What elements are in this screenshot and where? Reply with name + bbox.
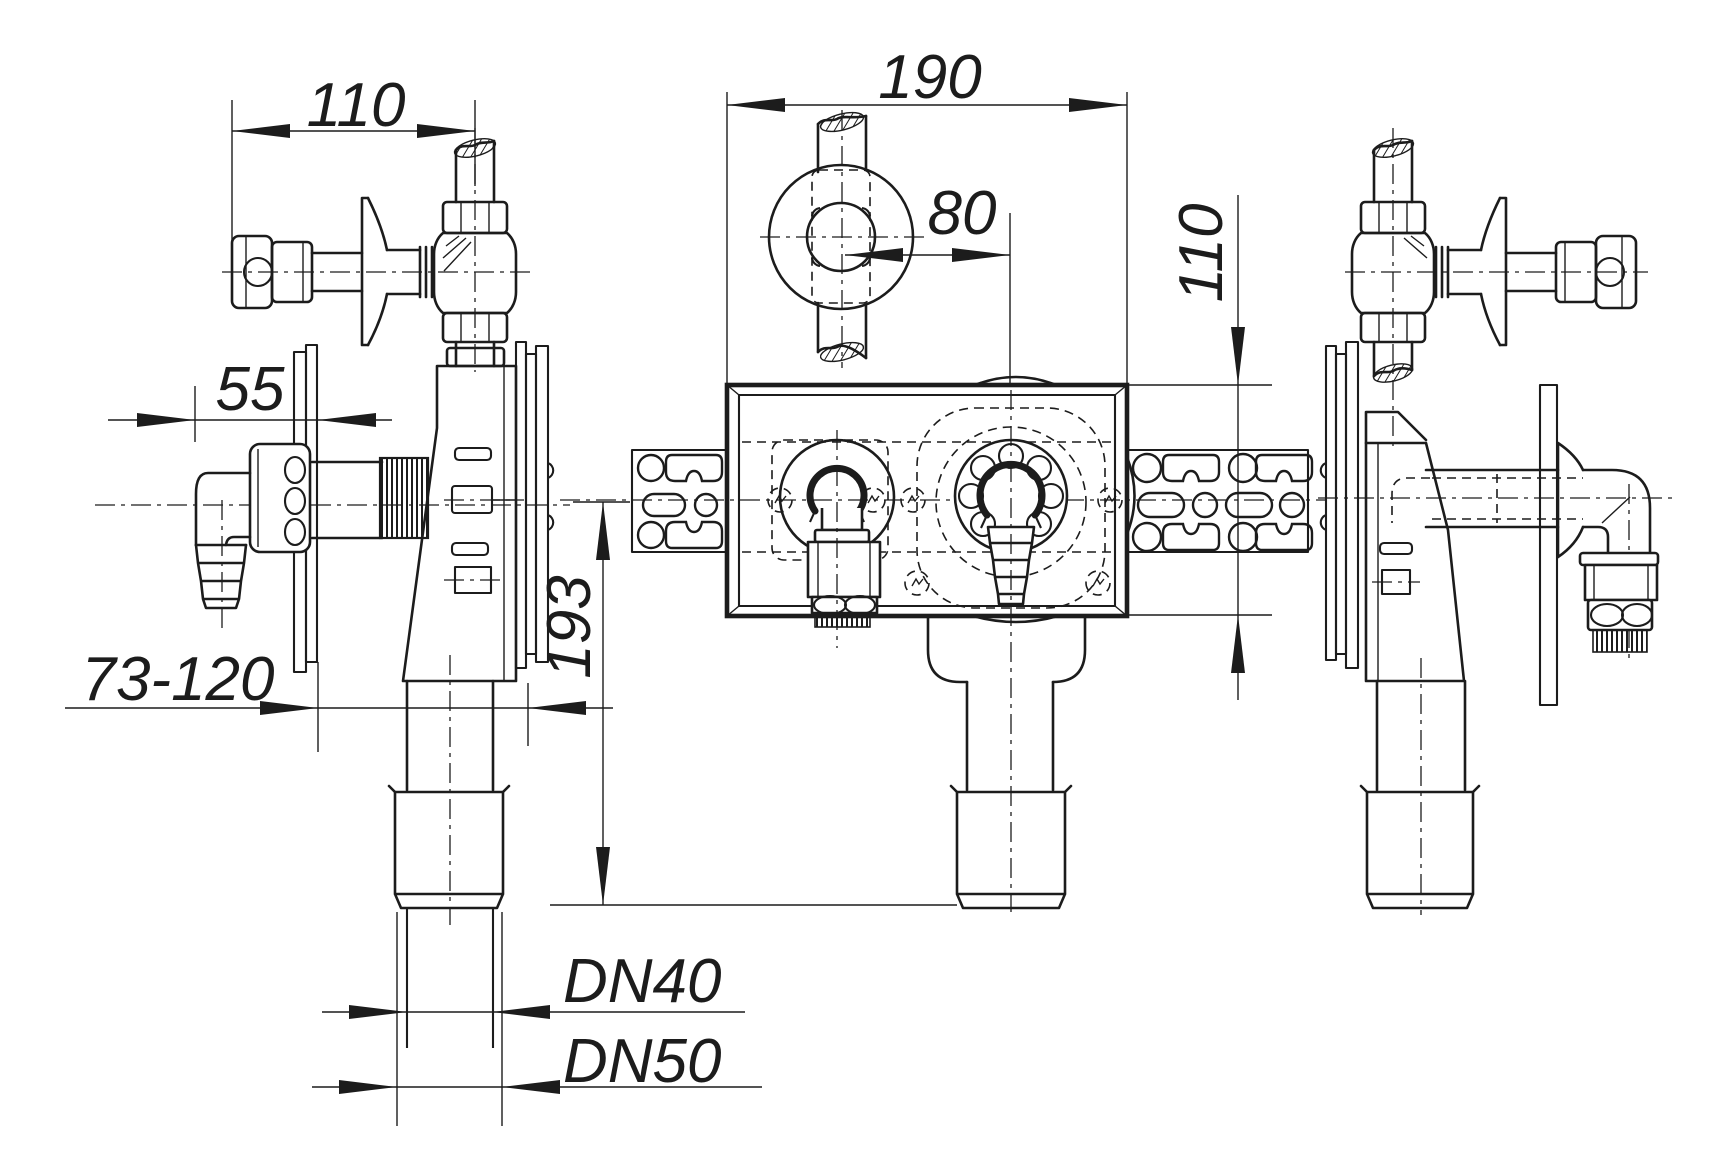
dim-label-offset: 80 (928, 179, 997, 248)
housing-box (724, 382, 1130, 619)
dimension-outlet-projection: 55 (108, 355, 392, 442)
dimension-tap-width: 110 (231, 71, 476, 242)
right-side-view (1318, 128, 1676, 915)
pipe-break-symbol (1372, 363, 1414, 383)
push-fit-connector (1578, 551, 1660, 653)
top-view-tap (760, 110, 925, 368)
drain-connector-front (953, 390, 1069, 912)
dimension-tap-to-drain-offset: 80 (845, 179, 1011, 383)
dim-label-dn40: DN40 (563, 947, 722, 1016)
pipe-break-symbol (819, 111, 865, 133)
dimension-installation-depth: 73-120 (65, 645, 613, 752)
dim-label-dn50: DN50 (563, 1027, 722, 1096)
dimension-housing-height: 110 (1085, 195, 1272, 700)
threaded-stub (814, 612, 871, 628)
dimension-axis-to-pipe-end: 193 (535, 501, 957, 906)
dimension-pipe-dn40: DN40 (322, 947, 745, 1019)
mounting-rail-left (630, 448, 729, 554)
dim-label-tap-width: 110 (307, 71, 406, 140)
front-view-housing (560, 375, 1325, 912)
drain-pipe-front (926, 615, 1087, 910)
dimension-pipe-dn50: DN50 (312, 1027, 762, 1096)
pipe-break-symbol (1371, 138, 1415, 158)
wall-tap-side (230, 138, 518, 368)
dimension-housing-width: 190 (726, 43, 1128, 383)
left-side-view (95, 128, 570, 1126)
dim-label-outlet-projection: 55 (216, 355, 285, 424)
dim-label-housing-height: 110 (1167, 204, 1236, 303)
trap-body-side-right (1319, 340, 1660, 707)
trap-body-side (401, 340, 555, 683)
dim-label-installation-depth: 73-120 (81, 645, 274, 714)
crown-union-nut (248, 442, 312, 554)
dim-label-housing-width: 190 (878, 43, 981, 112)
tap-escutcheon-circle (767, 163, 915, 311)
outlet-elbow-hose (194, 442, 430, 610)
drain-pipe-right (1359, 679, 1481, 910)
threaded-stub (1592, 629, 1648, 653)
left-view-centerlines (95, 128, 570, 925)
dim-label-axis-to-pipe-end: 193 (535, 575, 604, 678)
pipe-clip-circle (805, 201, 877, 273)
drain-pipe-left (387, 679, 511, 1126)
inlet-connector-front (778, 430, 896, 648)
knurled-nut (378, 456, 430, 540)
wall-tap-side-right (1350, 138, 1638, 383)
dimensions: 110 190 80 110 55 (65, 43, 1272, 1096)
pipe-break-symbol (819, 341, 865, 363)
mounting-rail-right (1125, 448, 1314, 554)
